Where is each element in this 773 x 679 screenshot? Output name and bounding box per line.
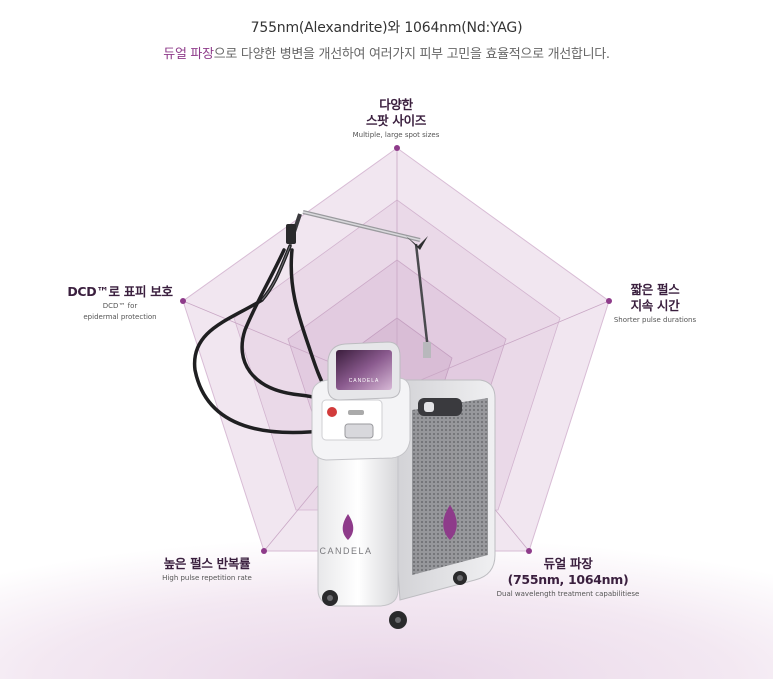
radar-axis-right: [396, 300, 610, 391]
label-ko: 스팟 사이즈: [365, 113, 427, 128]
radar-label-dcd: DCD™로 표피 보호 DCD™ for epidermal protectio…: [55, 284, 185, 322]
label-ko: (755nm, 1064nm): [507, 572, 629, 587]
holder-cap: [424, 402, 434, 412]
device-grille: [412, 398, 488, 575]
cable-highlight: [261, 245, 291, 301]
radar-marker-right: [606, 298, 612, 304]
articulated-arm: [286, 210, 431, 358]
handpiece-holder: [344, 423, 374, 439]
label-ko: 높은 펄스 반복률: [163, 556, 251, 571]
label-en: DCD™ for: [102, 302, 138, 310]
radar-marker-botleft: [261, 548, 267, 554]
header-accent: 듀얼 파장: [163, 47, 214, 62]
device-brand-text: CANDELA: [319, 546, 372, 556]
screen-brand-text: CANDELA: [349, 378, 380, 384]
radar-marker-botright: [526, 548, 532, 554]
label-ko: 듀얼 파장: [543, 556, 593, 571]
label-ko: DCD™로 표피 보호: [67, 284, 173, 299]
header-subtitle: 듀얼 파장으로 다양한 병변을 개선하여 여러가지 피부 고민을 효율적으로 개…: [0, 43, 773, 62]
label-en: epidermal protection: [83, 313, 157, 321]
touch-screen: CANDELA: [327, 341, 401, 401]
side-logo-icon: [443, 505, 457, 540]
label-ko: 지속 시간: [630, 298, 680, 313]
header-subtitle-rest: 으로 다양한 병변을 개선하여 여러가지 피부 고민을 효율적으로 개선합니다.: [213, 47, 610, 62]
radar-label-repetition-rate: 높은 펄스 반복률 High pulse repetition rate: [137, 556, 277, 583]
key-slot: [348, 410, 364, 415]
label-en: High pulse repetition rate: [162, 574, 252, 582]
emergency-stop-button: [327, 407, 337, 417]
radar-label-spot-size: 다양한 스팟 사이즈 Multiple, large spot sizes: [331, 97, 461, 140]
label-en: Shorter pulse durations: [613, 316, 697, 324]
radar-label-dual-wavelength: 듀얼 파장 (755nm, 1064nm) Dual wavelength tr…: [478, 556, 658, 599]
label-en: Dual wavelength treatment capabilitiese: [496, 590, 640, 598]
header-title: 755nm(Alexandrite)와 1064nm(Nd:YAG): [250, 20, 523, 36]
radar-marker-left: [180, 298, 186, 304]
label-ko: 짧은 펄스: [630, 282, 680, 297]
header: 755nm(Alexandrite)와 1064nm(Nd:YAG) 듀얼 파장…: [0, 17, 773, 62]
radar-marker-top: [394, 145, 400, 151]
label-ko: 다양한: [379, 97, 413, 112]
wheels: [322, 571, 467, 629]
label-en: Multiple, large spot sizes: [352, 131, 440, 139]
radar-label-pulse-duration: 짧은 펄스 지속 시간 Shorter pulse durations: [590, 282, 720, 325]
front-logo-icon: [342, 514, 354, 540]
